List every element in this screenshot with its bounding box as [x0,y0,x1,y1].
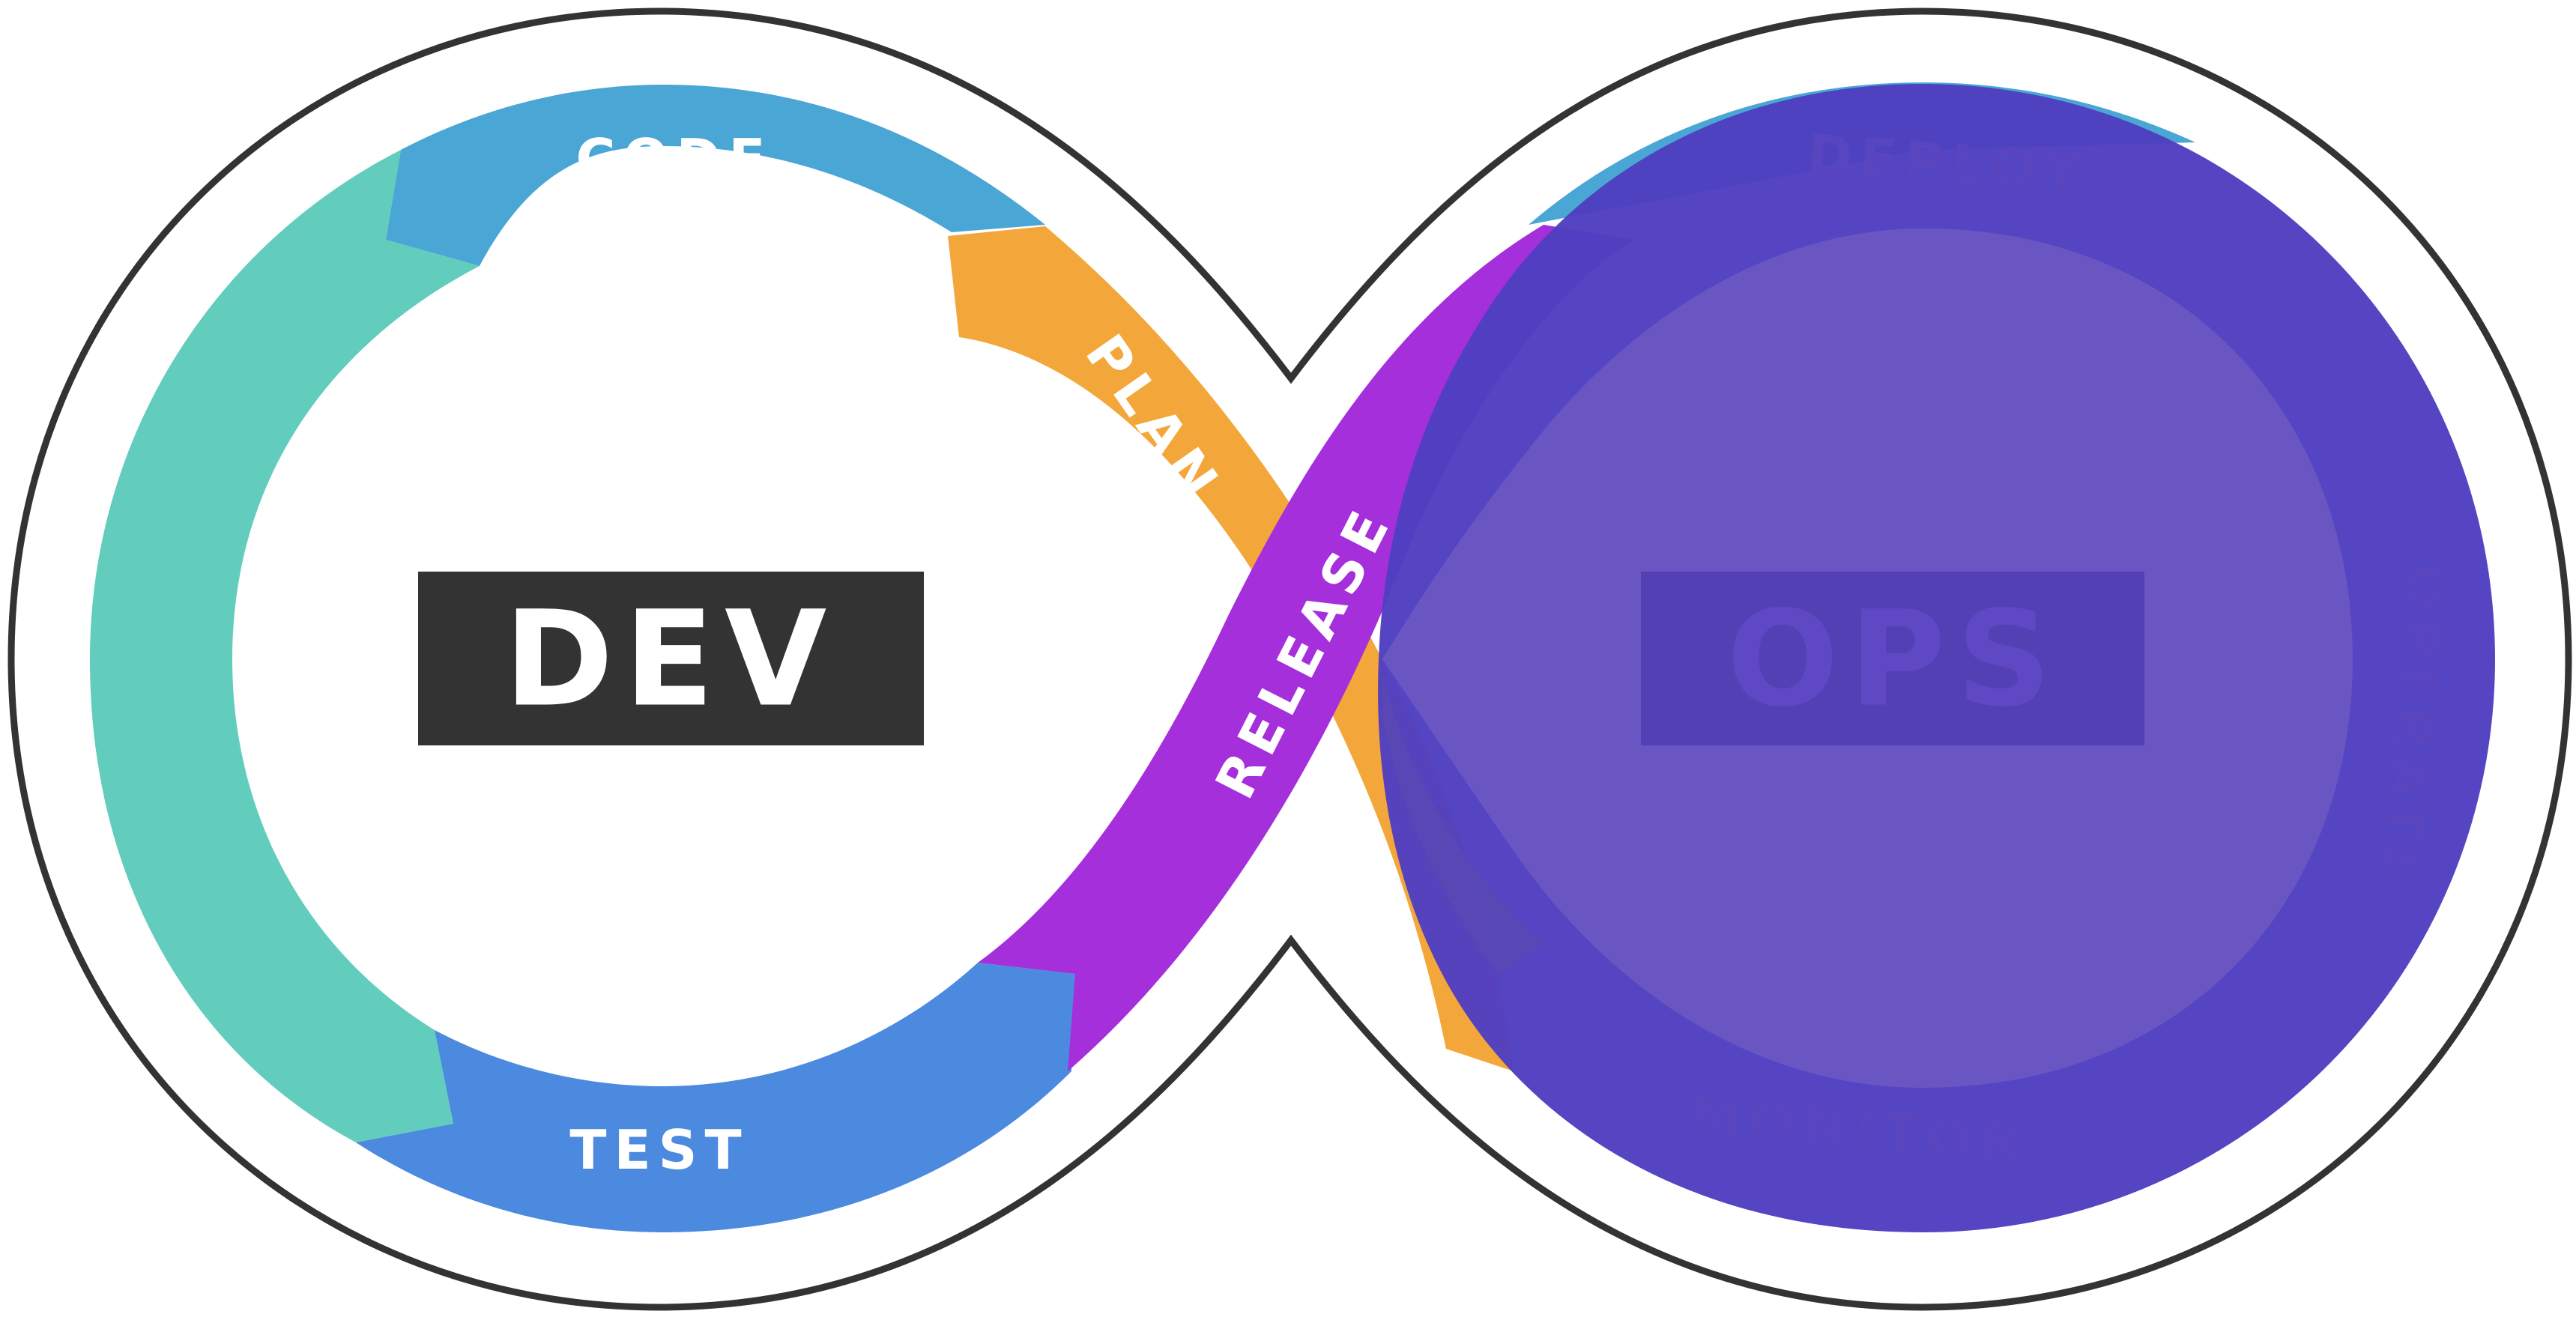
release-segment [978,225,1633,1071]
stage-label-test: TEST [569,1118,749,1181]
ops-box [1641,572,2144,745]
ops-label: OPS [1726,583,2061,736]
dev-box [418,572,924,745]
infinity-outline [7,7,2572,1311]
test-segment [356,963,1075,1232]
stage-label-code: CODE [576,127,773,190]
ops-overlap-shadow [1382,674,1544,974]
dev-label: DEV [504,583,838,736]
code-segment [386,85,1045,266]
build-segment-teal [90,150,480,1142]
